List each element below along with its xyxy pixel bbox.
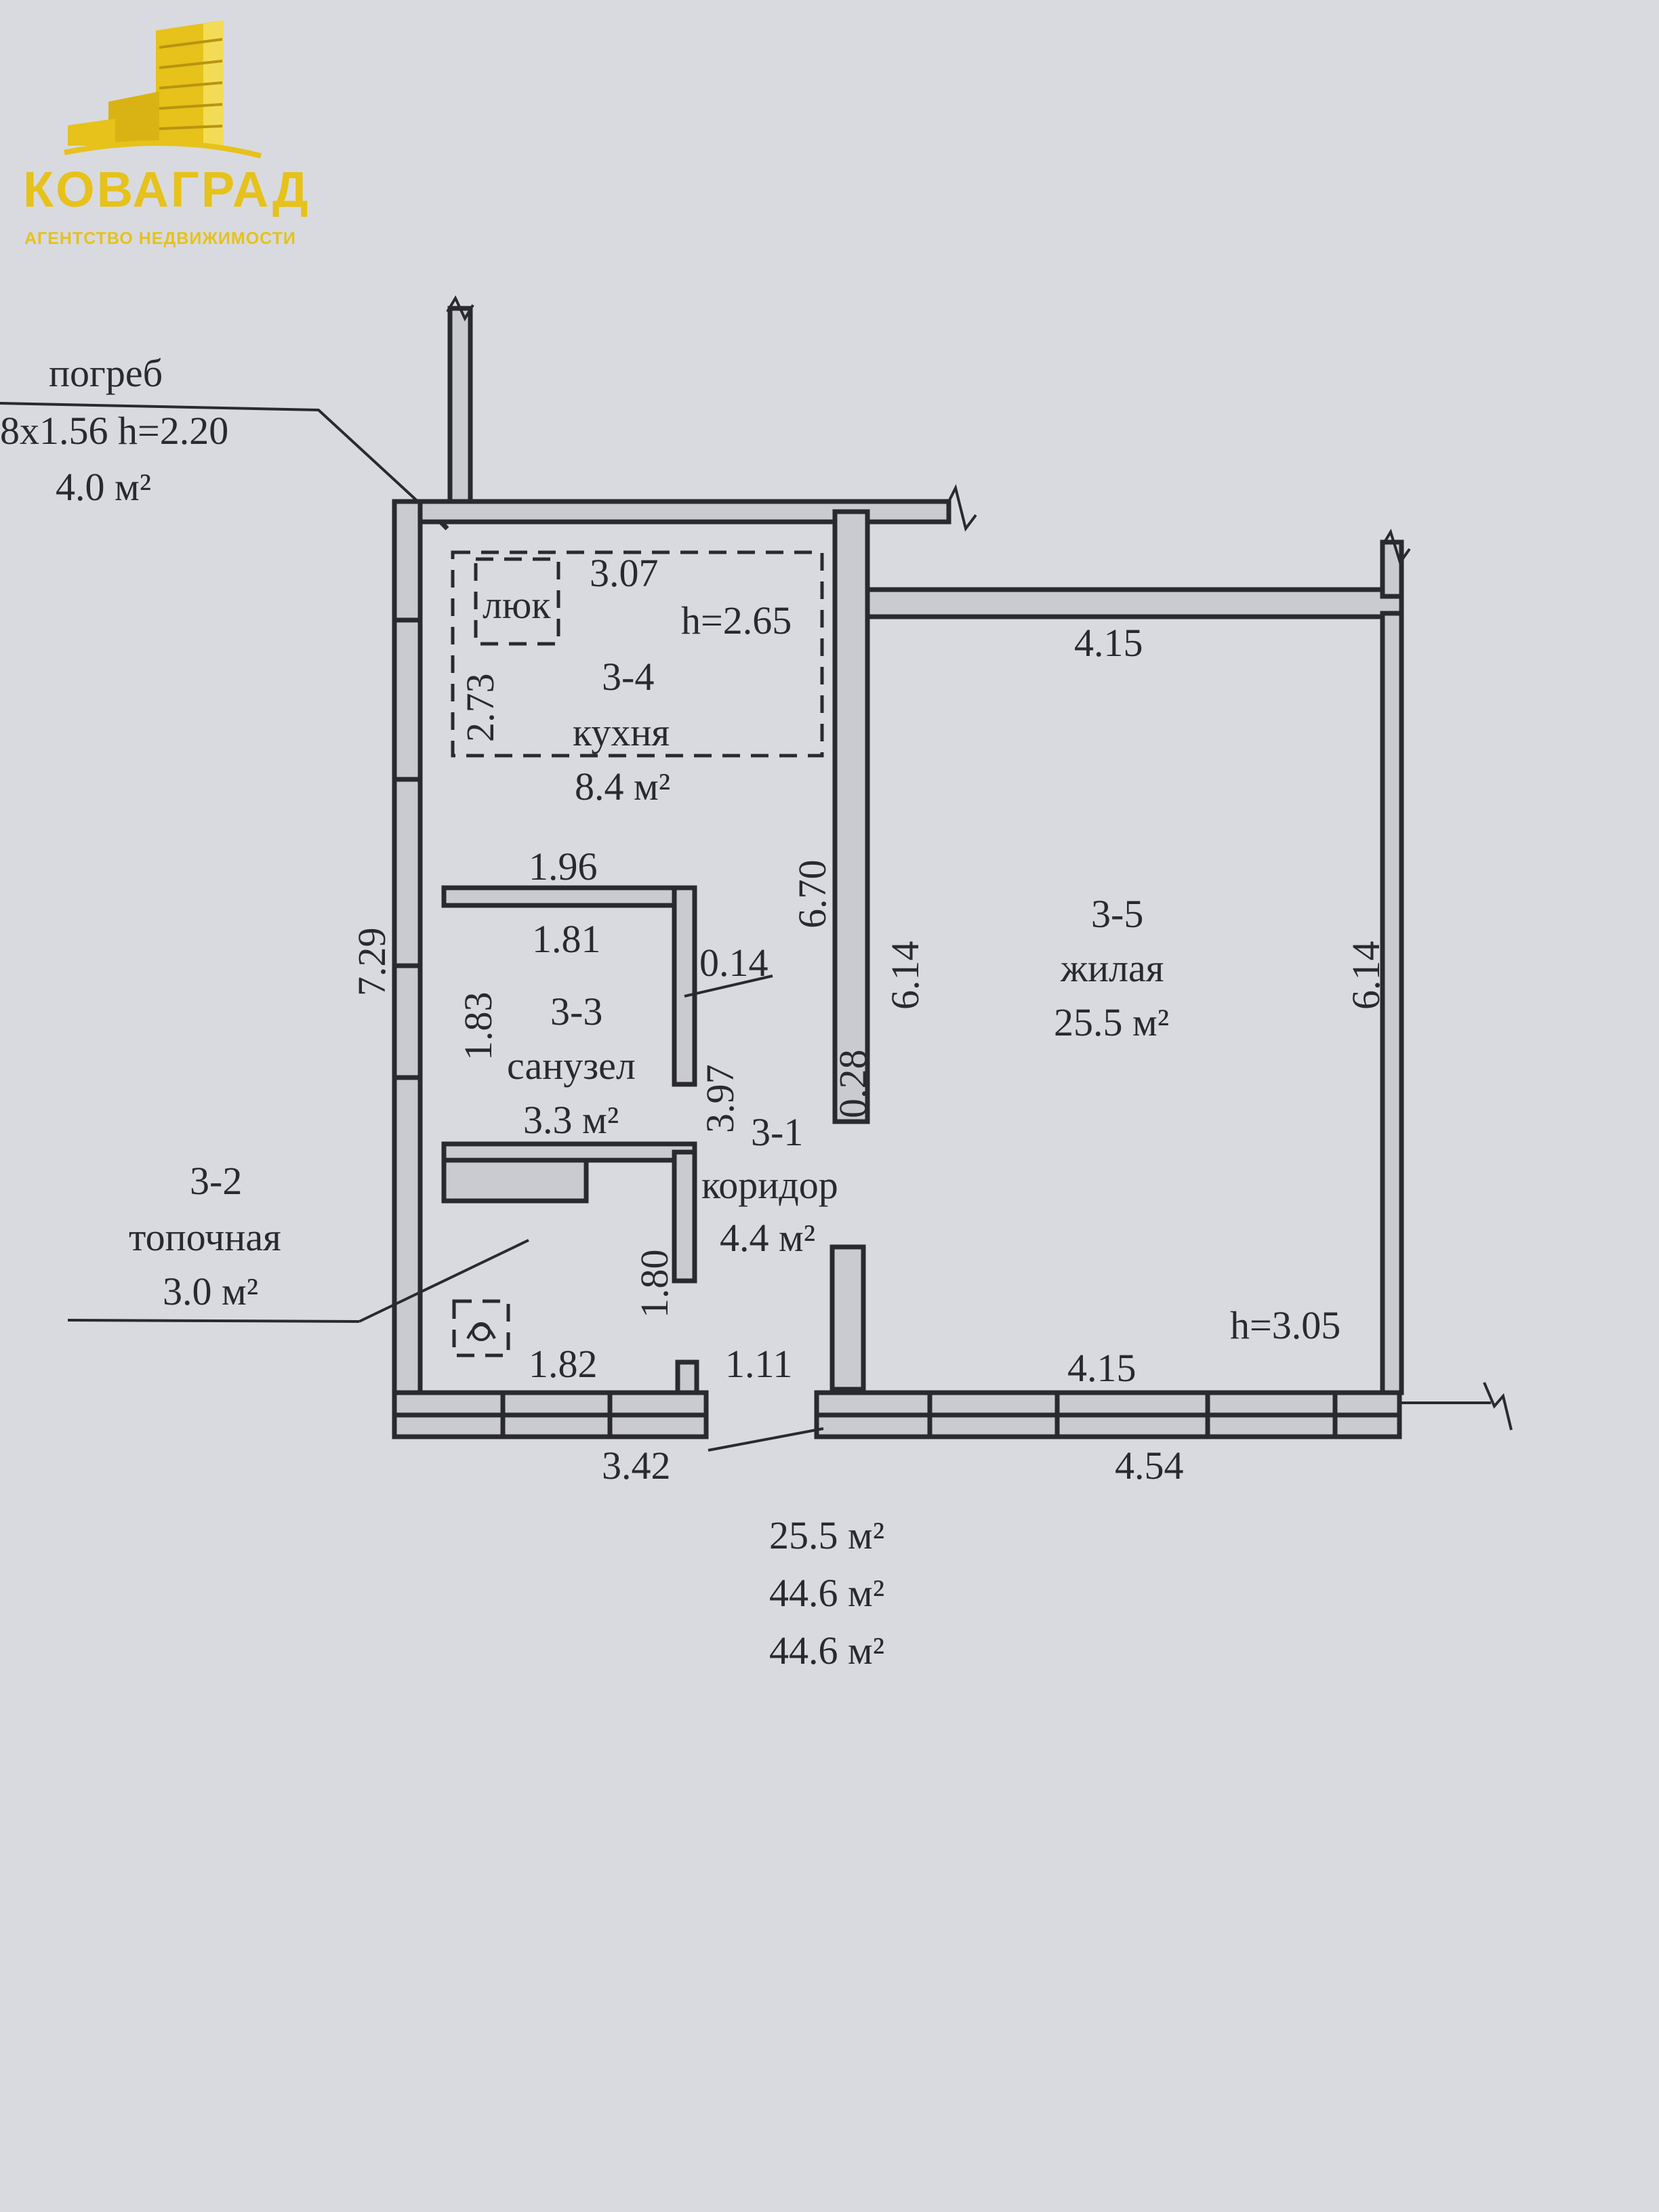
corridor-name: коридор bbox=[701, 1163, 838, 1207]
logo-name: КОВАГРАД bbox=[23, 161, 310, 218]
cellar-area: 4.0 м² bbox=[56, 465, 151, 509]
dim-bath-top-outer: 1.96 bbox=[529, 844, 598, 888]
door-leader-line bbox=[708, 1427, 824, 1452]
living-area: 25.5 м² bbox=[1054, 1000, 1169, 1044]
room-furnace: 3-2 топочная 3.0 м² bbox=[129, 1159, 281, 1313]
furnace-leader-line bbox=[67, 1319, 360, 1323]
dim-door-width: 1.11 bbox=[725, 1342, 792, 1386]
cellar-hatch-outline bbox=[474, 557, 560, 646]
furnace-id: 3-2 bbox=[190, 1159, 242, 1203]
bath-wall-leader-line bbox=[684, 975, 773, 998]
door-stub bbox=[675, 1359, 699, 1395]
furnace-name: топочная bbox=[129, 1215, 281, 1259]
dim-left-total: 7.29 bbox=[350, 928, 394, 997]
bathroom-name: санузел bbox=[507, 1044, 636, 1088]
corridor-area: 4.4 м² bbox=[720, 1216, 815, 1260]
dim-living-left: 6.14 bbox=[883, 941, 927, 1010]
kitchen-area: 8.4 м² bbox=[575, 764, 670, 808]
cellar-dims: 8x1.56 h=2.20 bbox=[0, 409, 228, 453]
living-name: жилая bbox=[1060, 946, 1164, 990]
dim-living-top: 4.15 bbox=[1074, 621, 1143, 665]
dim-bath-top-inner: 1.81 bbox=[532, 917, 601, 961]
furnace-top-wall bbox=[441, 1158, 589, 1204]
cellar-leader-line bbox=[0, 402, 449, 530]
bathroom-top-wall bbox=[441, 885, 697, 908]
boiler-icon bbox=[452, 1299, 510, 1357]
living-top-wall bbox=[865, 587, 1404, 619]
bathroom-bottom-wall bbox=[441, 1141, 697, 1163]
kitchen-height: h=2.65 bbox=[681, 598, 792, 642]
company-logo: КОВАГРАД АГЕНТСТВО НЕДВИЖИМОСТИ bbox=[23, 20, 310, 248]
dim-living-right: 6.14 bbox=[1344, 941, 1388, 1010]
dim-bottom-right: 4.54 bbox=[1115, 1443, 1184, 1488]
central-partition-wall bbox=[832, 509, 870, 1124]
logo-tagline: АГЕНТСТВО НЕДВИЖИМОСТИ bbox=[24, 229, 296, 248]
living-right-top-stub bbox=[1380, 539, 1404, 599]
living-id: 3-5 bbox=[1091, 892, 1143, 936]
general-area: 44.6 м² bbox=[769, 1629, 884, 1673]
bathroom-id: 3-3 bbox=[550, 989, 602, 1033]
dim-partition-height: 6.70 bbox=[790, 860, 834, 929]
dim-partition-thickness: 0.28 bbox=[831, 1050, 875, 1119]
furnace-right-wall bbox=[672, 1149, 697, 1284]
room-living: 3-5 жилая 25.5 м² h=3.05 bbox=[1054, 892, 1340, 1347]
dim-furnace-side: 1.80 bbox=[632, 1250, 676, 1319]
corridor-door-jamb bbox=[830, 1244, 866, 1392]
kitchen-name: кухня bbox=[573, 710, 670, 754]
dim-corridor-length: 3.97 bbox=[698, 1065, 742, 1134]
area-totals: 25.5 м² 44.6 м² 44.6 м² bbox=[769, 1513, 884, 1673]
dim-bath-wall: 0.14 bbox=[699, 941, 769, 985]
dim-kitchen-depth: 2.73 bbox=[458, 674, 502, 743]
cellar-title: погреб bbox=[49, 351, 163, 395]
cellar-outline bbox=[451, 550, 824, 758]
bathroom-right-wall bbox=[672, 885, 697, 1087]
kitchen-id: 3-4 bbox=[602, 655, 654, 699]
dim-bottom-left: 3.42 bbox=[602, 1443, 671, 1488]
total-living-area: 25.5 м² bbox=[769, 1513, 884, 1557]
dim-furnace-bottom: 1.82 bbox=[529, 1342, 598, 1386]
dim-kitchen-width: 3.07 bbox=[590, 551, 659, 595]
left-outer-wall bbox=[392, 499, 423, 1412]
building-logo-icon bbox=[64, 20, 262, 159]
room-bathroom: 3-3 санузел 3.3 м² bbox=[507, 989, 636, 1142]
dim-living-bottom-inner: 4.15 bbox=[1067, 1346, 1136, 1390]
cellar-hatch-label: люк bbox=[483, 583, 551, 627]
room-kitchen: 3-4 кухня 8.4 м² h=2.65 bbox=[573, 598, 792, 808]
bathroom-area: 3.3 м² bbox=[523, 1098, 619, 1142]
room-corridor: 3-1 коридор 4.4 м² bbox=[701, 1110, 838, 1260]
corridor-id: 3-1 bbox=[751, 1110, 803, 1154]
furnace-leader-diagonal bbox=[359, 1239, 529, 1323]
dim-bath-left: 1.83 bbox=[456, 992, 500, 1061]
living-height: h=3.05 bbox=[1230, 1303, 1340, 1347]
furnace-area: 3.0 м² bbox=[163, 1269, 258, 1313]
total-area: 44.6 м² bbox=[769, 1571, 884, 1615]
chimney bbox=[447, 306, 473, 508]
